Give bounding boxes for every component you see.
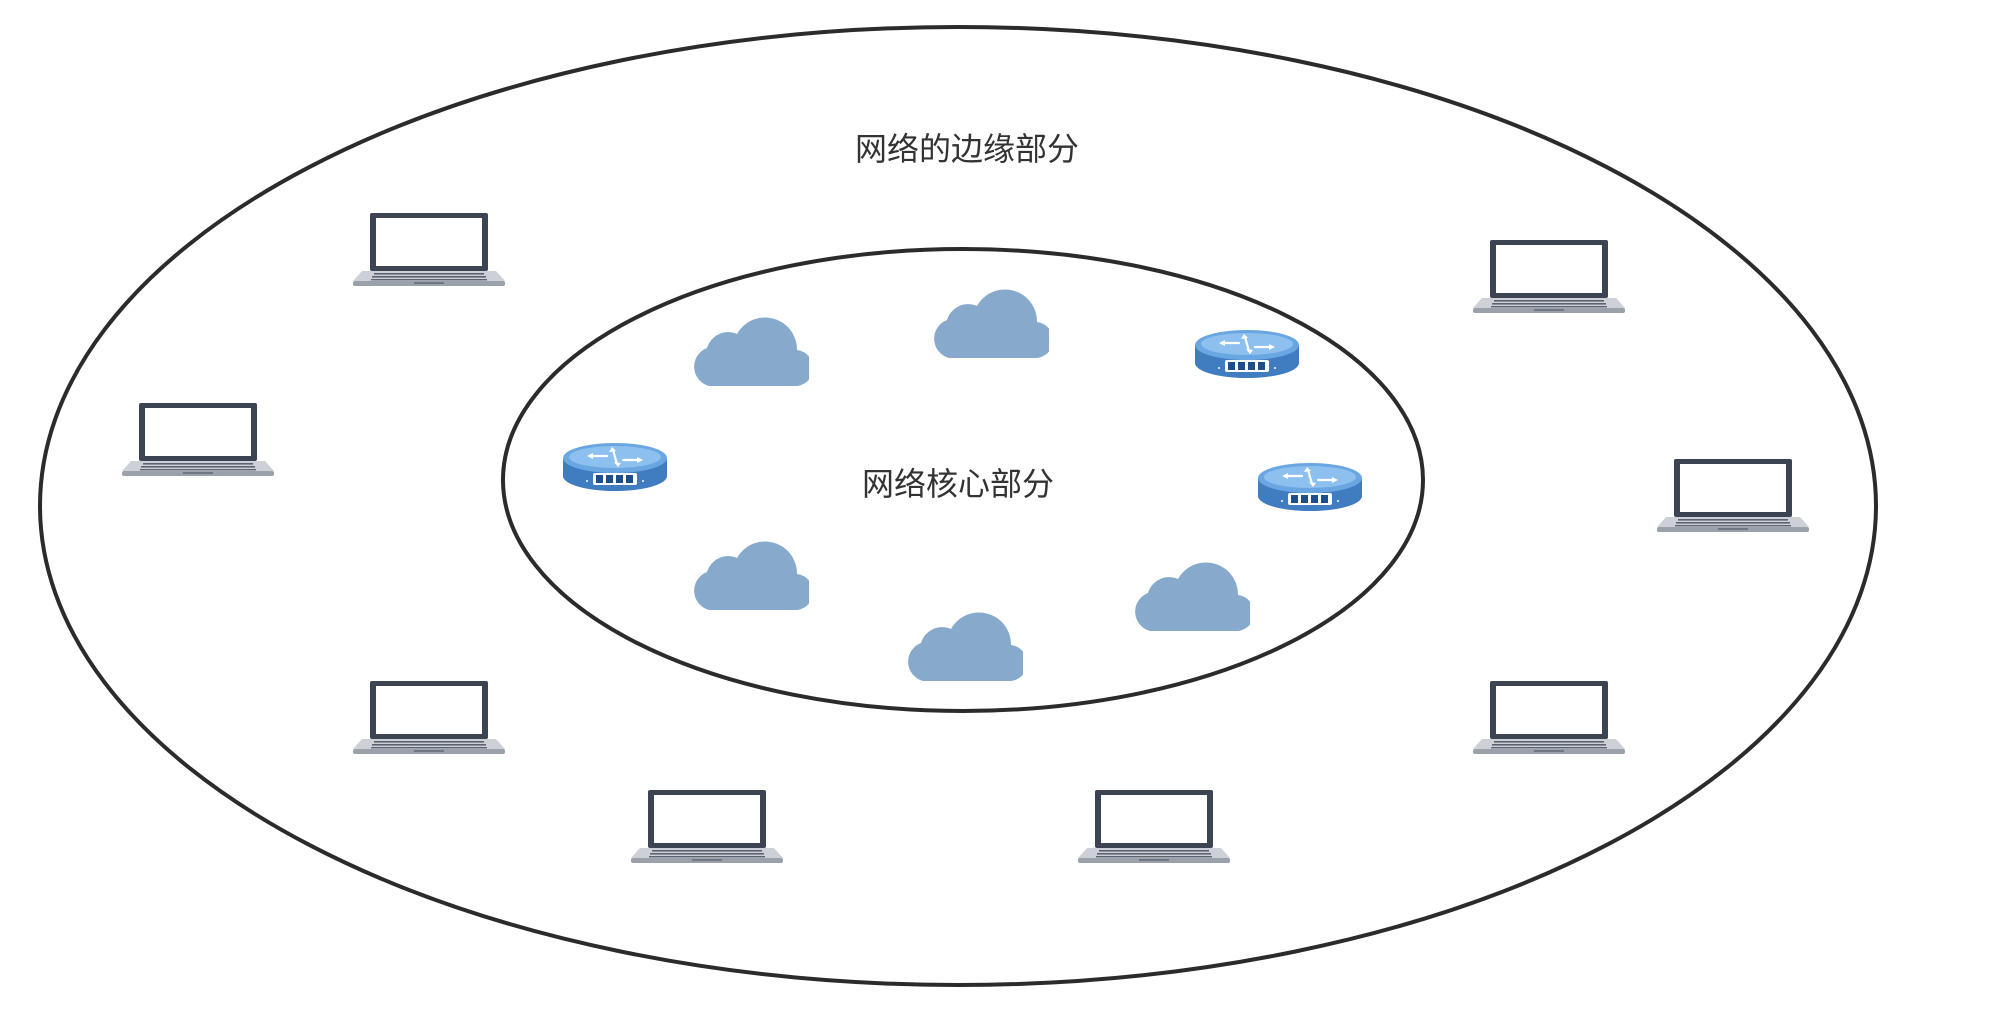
core-section-label: 网络核心部分 bbox=[862, 465, 1055, 503]
cloud-icon bbox=[908, 612, 1023, 681]
laptop-icon bbox=[1473, 681, 1625, 754]
router-icon bbox=[1256, 461, 1364, 512]
edge-boundary-ellipse bbox=[38, 25, 1878, 987]
laptop-icon bbox=[1657, 459, 1809, 532]
edge-section-label: 网络的边缘部分 bbox=[855, 130, 1080, 168]
core-boundary-ellipse bbox=[501, 247, 1425, 713]
router-icon bbox=[1193, 328, 1301, 379]
laptop-icon bbox=[631, 790, 783, 863]
laptop-icon bbox=[353, 213, 505, 286]
laptop-icon bbox=[1078, 790, 1230, 863]
cloud-icon bbox=[694, 541, 809, 610]
router-icon bbox=[561, 441, 669, 492]
cloud-icon bbox=[934, 289, 1049, 358]
cloud-icon bbox=[694, 317, 809, 386]
laptop-icon bbox=[353, 681, 505, 754]
cloud-icon bbox=[1135, 562, 1250, 631]
laptop-icon bbox=[122, 403, 274, 476]
laptop-icon bbox=[1473, 240, 1625, 313]
